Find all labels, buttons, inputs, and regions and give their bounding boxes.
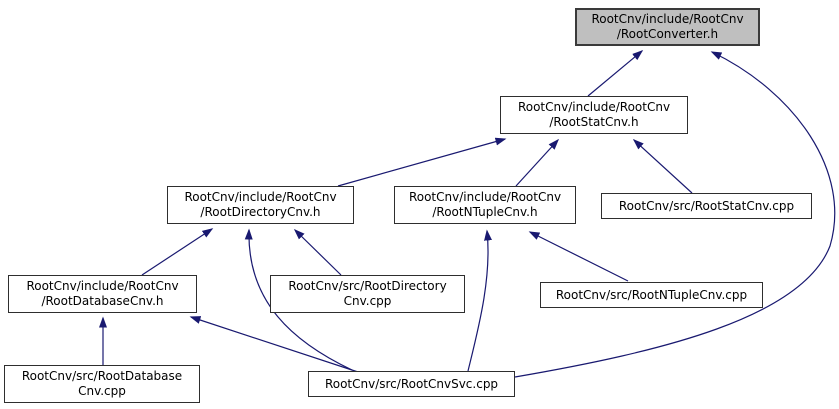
node-root-stat-cnv-cpp[interactable]: RootCnv/src/RootStatCnv.cpp xyxy=(601,193,812,219)
edge-databasecnvh-to-directorycnvh xyxy=(141,228,214,276)
edge-cnvsvccpp-to-directorycnvh xyxy=(244,228,353,371)
edge-cnvsvccpp-to-converterh xyxy=(514,51,836,378)
node-root-converter-h[interactable]: RootCnv/include/RootCnv /RootConverter.h xyxy=(575,8,760,46)
node-root-stat-cnv-h[interactable]: RootCnv/include/RootCnv /RootStatCnv.h xyxy=(500,96,688,134)
edge-cnvsvccpp-to-ntuplecnvh xyxy=(467,229,492,372)
edge-statcnvcpp-to-statcnvh xyxy=(632,138,693,194)
node-root-directory-cnv-cpp[interactable]: RootCnv/src/RootDirectory Cnv.cpp xyxy=(270,275,465,313)
edge-ntuplecnvh-to-statcnvh xyxy=(515,138,560,187)
node-root-database-cnv-cpp[interactable]: RootCnv/src/RootDatabase Cnv.cpp xyxy=(4,365,200,403)
edge-cnvsvccpp-to-databasecnvh xyxy=(189,316,359,373)
node-root-cnv-svc-cpp[interactable]: RootCnv/src/RootCnvSvc.cpp xyxy=(308,371,515,397)
edge-statcnvh-to-converterh xyxy=(587,50,644,97)
edge-directorycnvcpp-to-directorycnvh xyxy=(293,228,342,276)
node-root-directory-cnv-h[interactable]: RootCnv/include/RootCnv /RootDirectoryCn… xyxy=(167,186,354,224)
edge-directorycnvh-to-statcnvh xyxy=(337,137,507,187)
edge-ntuplecnvcpp-to-ntuplecnvh xyxy=(528,231,629,282)
node-root-ntuple-cnv-h[interactable]: RootCnv/include/RootCnv /RootNTupleCnv.h xyxy=(394,186,576,224)
node-root-database-cnv-h[interactable]: RootCnv/include/RootCnv /RootDatabaseCnv… xyxy=(8,275,197,313)
node-root-ntuple-cnv-cpp[interactable]: RootCnv/src/RootNTupleCnv.cpp xyxy=(540,282,763,308)
